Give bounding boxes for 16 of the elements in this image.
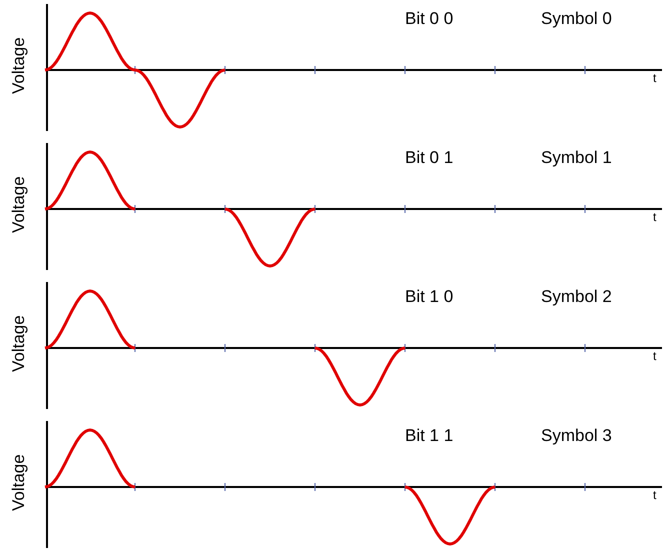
axis-label: t (653, 489, 656, 501)
axis-label: Voltage (10, 176, 27, 233)
bit-label: Bit 1 0 (405, 288, 454, 305)
bit-label: Bit 0 1 (405, 149, 454, 166)
axis-label: Voltage (10, 315, 27, 372)
symbol-label: Symbol 3 (541, 427, 612, 444)
bit-label: Bit 0 0 (405, 10, 454, 27)
axis-label: t (653, 350, 656, 362)
axis-label: Voltage (10, 454, 27, 511)
symbol-label: Symbol 2 (541, 288, 612, 305)
axis-label: Voltage (10, 37, 27, 94)
bit-label: Bit 1 1 (405, 427, 454, 444)
axis-label: t (653, 211, 656, 223)
symbol-label: Symbol 1 (541, 149, 612, 166)
symbol-label: Symbol 0 (541, 10, 612, 27)
axis-label: t (653, 72, 656, 84)
